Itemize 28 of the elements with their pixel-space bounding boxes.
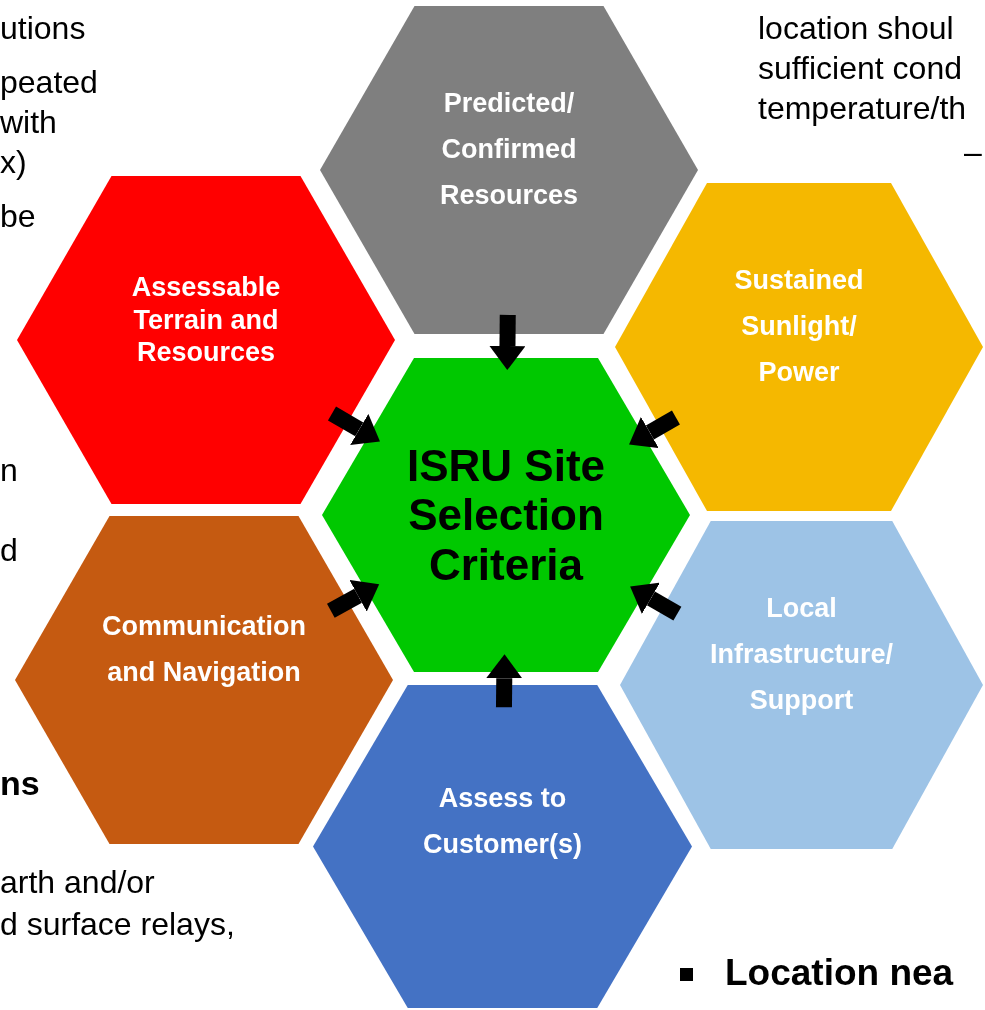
block-arrow [327, 406, 380, 445]
text-fragment: ns [0, 764, 40, 804]
text-fragment: d [0, 532, 18, 569]
text-fragment: arth and/or [0, 864, 155, 901]
hexagon-label: ISRU Site Selection Criteria [405, 441, 606, 589]
text-fragment: location shoul [758, 10, 954, 47]
block-arrow [630, 582, 682, 621]
hexagon-label: Assessable Terrain and Resources [130, 271, 282, 369]
text-fragment: n [0, 452, 18, 489]
text-fragment: utions [0, 10, 86, 47]
text-fragment: be [0, 198, 36, 235]
block-arrow [327, 580, 380, 618]
block-arrow [486, 654, 523, 708]
block-arrow [489, 314, 526, 371]
hexagon-label: Communication and Navigation [101, 610, 307, 689]
text-fragment: peated [0, 64, 98, 101]
block-arrow [629, 410, 680, 449]
hexagon-label: Sustained Sunlight/ Power [733, 264, 865, 389]
text-fragment: temperature/th [758, 90, 967, 127]
text-fragment: Location nea [725, 952, 954, 995]
text-fragment: x) [0, 144, 27, 181]
hexagon-label: Local Infrastructure/ Support [708, 592, 894, 717]
hexagon-label: Predicted/ Confirmed Resources [438, 87, 580, 212]
text-fragment: d surface relays, [0, 906, 235, 943]
text-fragment: – [964, 134, 982, 171]
text-fragment: with [0, 104, 57, 141]
text-fragment: sufficient cond [758, 50, 962, 87]
hexagon-label: Assess to Customer(s) [422, 781, 583, 861]
